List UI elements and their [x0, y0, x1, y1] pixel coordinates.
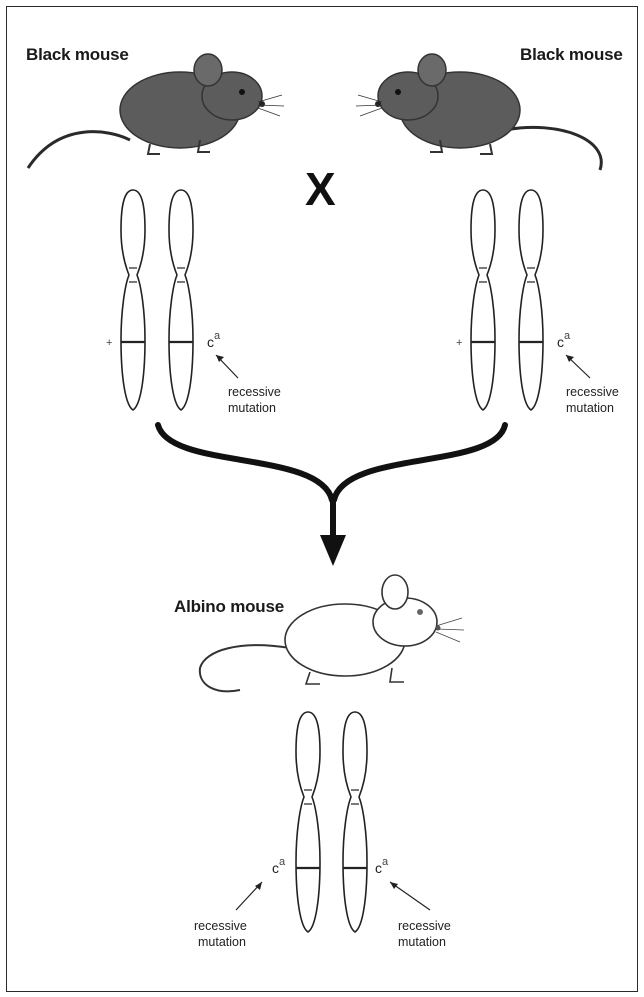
offspring-chromosomes: c a recessive mutation c a recessive mut…	[194, 712, 451, 949]
mutant-superscript-offspring-left: a	[279, 856, 286, 868]
chromosome-offspring-2	[343, 712, 367, 932]
chromosome-left-2	[169, 190, 193, 410]
albino-mouse-icon	[200, 575, 464, 691]
mutant-superscript-right: a	[564, 330, 571, 342]
mutant-superscript-offspring-right: a	[382, 856, 389, 868]
black-mouse-right-icon	[356, 54, 601, 170]
mutant-allele-offspring-left: c	[272, 860, 279, 876]
recessive-label-right-line1: recessive	[566, 385, 619, 399]
recessive-label-left-line2: mutation	[228, 401, 276, 415]
parent-right-label: Black mouse	[520, 45, 623, 64]
merge-arrow	[158, 425, 505, 566]
recessive-label-offspring-left-line1: recessive	[194, 919, 247, 933]
recessive-label-right-line2: mutation	[566, 401, 614, 415]
chromosome-right-2	[519, 190, 543, 410]
cross-symbol: X	[305, 163, 336, 215]
chromosome-right-1	[471, 190, 495, 410]
plus-allele-right: +	[456, 337, 462, 349]
chromosome-offspring-1	[296, 712, 320, 932]
offspring-label: Albino mouse	[174, 597, 284, 616]
left-parent-chromosomes: + c a recessive mutation	[106, 190, 281, 415]
recessive-label-offspring-left-line2: mutation	[198, 935, 246, 949]
parent-left-label: Black mouse	[26, 45, 129, 64]
recessive-label-offspring-right-line1: recessive	[398, 919, 451, 933]
chromosome-left-1	[121, 190, 145, 410]
mutant-allele-offspring-right: c	[375, 860, 382, 876]
recessive-label-offspring-right-line2: mutation	[398, 935, 446, 949]
mutant-allele-left: c	[207, 334, 214, 350]
plus-allele-left: +	[106, 337, 112, 349]
recessive-label-left-line1: recessive	[228, 385, 281, 399]
mutant-superscript-left: a	[214, 330, 221, 342]
arrow-head-icon	[320, 535, 346, 566]
mutant-allele-right: c	[557, 334, 564, 350]
black-mouse-left-icon	[28, 54, 284, 168]
right-parent-chromosomes: + c a recessive mutation	[456, 190, 619, 415]
